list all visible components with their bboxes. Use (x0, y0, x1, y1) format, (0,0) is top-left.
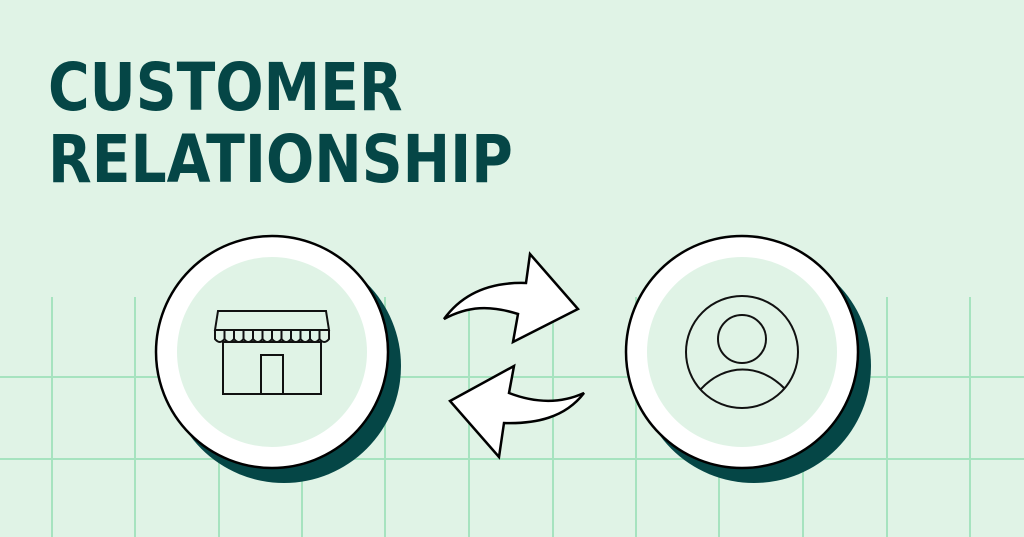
store-badge (154, 234, 401, 483)
exchange-arrows-icon (442, 251, 585, 460)
page-title: CUSTOMER RELATIONSHIP (48, 52, 513, 196)
storefront-icon (213, 310, 331, 395)
arrow-right-icon (442, 251, 580, 345)
title-line-1: CUSTOMER (48, 49, 403, 126)
user-profile-icon (685, 295, 799, 409)
title-line-2: RELATIONSHIP (48, 121, 513, 198)
customer-badge (624, 234, 871, 483)
arrow-left-icon (448, 363, 585, 460)
